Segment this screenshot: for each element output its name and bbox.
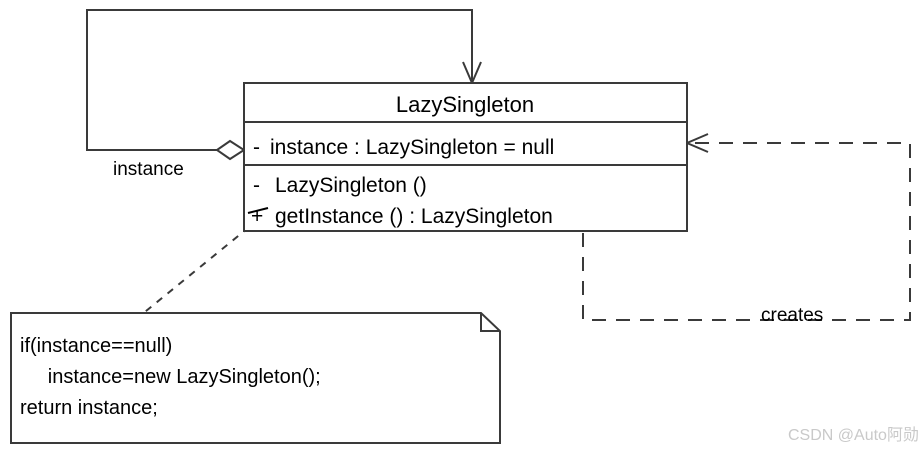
attribute-text-0: instance : LazySingleton = null xyxy=(270,136,554,159)
attribute-visibility-0: - xyxy=(253,136,260,159)
note-line-1: instance=new LazySingleton(); xyxy=(20,366,321,388)
class-box[interactable]: LazySingleton - instance : LazySingleton… xyxy=(243,82,688,232)
watermark-label: CSDN @Auto阿勋 xyxy=(788,426,919,444)
association-instance-edge[interactable] xyxy=(86,9,482,161)
aggregation-diamond-icon xyxy=(215,139,246,161)
class-box-outline xyxy=(243,82,688,232)
dependency-creates-path xyxy=(582,142,911,321)
note-box-outline xyxy=(10,312,501,444)
association-instance-label: instance xyxy=(113,159,184,180)
note-anchor-path xyxy=(134,227,249,321)
operation-text-0: LazySingleton () xyxy=(275,174,427,197)
operation-visibility-0: - xyxy=(253,174,260,197)
note-line-2: return instance; xyxy=(20,397,158,419)
association-instance-path xyxy=(86,9,473,151)
operation-text-1: getInstance () : LazySingleton xyxy=(275,205,553,228)
class-name-label: LazySingleton xyxy=(396,92,534,117)
note-box[interactable]: if(instance==null) instance=new LazySing… xyxy=(10,312,501,444)
note-line-0: if(instance==null) xyxy=(20,335,172,357)
operation-visibility-1: + xyxy=(251,205,263,228)
note-fold-corner-icon xyxy=(480,313,500,332)
dependency-creates-label: creates xyxy=(761,305,823,326)
static-marker-icon xyxy=(247,207,269,214)
